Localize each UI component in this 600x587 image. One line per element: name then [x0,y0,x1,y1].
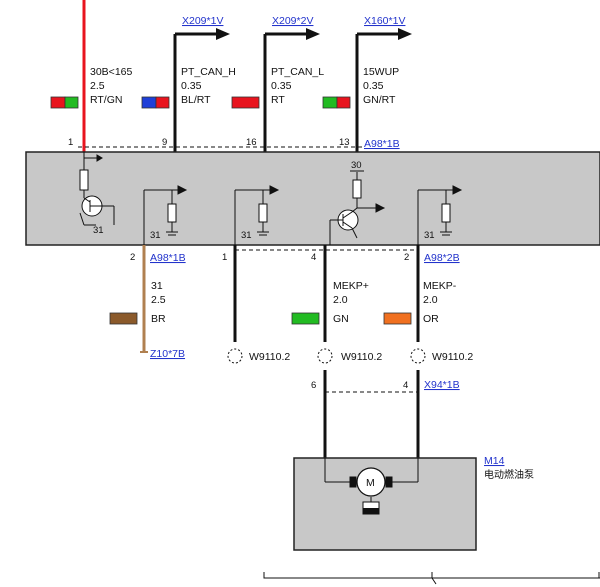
wire-label-size: 0.35 [363,80,384,92]
splice-label: W9110.2 [341,351,382,363]
module-circuit-left [79,152,115,226]
wire-label-color: RT/GN [90,94,122,106]
motor-circuit [324,458,419,502]
module-circuit-pin1 [234,185,280,245]
wire-label-size: 2.0 [333,294,348,306]
wire-label-name: MEKP+ [333,280,369,292]
pin-30-label: 30 [351,160,362,171]
pin-number: 13 [339,137,350,148]
wire-label-size: 0.35 [271,80,292,92]
wire-label-name: MEKP- [423,280,457,292]
pin-number: 4 [403,380,408,391]
pin-number: 1 [222,252,227,263]
wire-label-name: PT_CAN_H [181,66,236,78]
wire-label-name: PT_CAN_L [271,66,324,78]
wire-label-size: 2.5 [90,80,105,92]
swatch-br [109,312,138,325]
module-circuit-driver [329,172,386,245]
module-circuit-pin2 [417,185,463,245]
pin-number: 2 [404,252,409,263]
link-a98-1b-bottom[interactable]: A98*1B [150,252,186,264]
pin-number: 4 [311,252,316,263]
link-x94-1b[interactable]: X94*1B [424,379,460,391]
wire-label-name: 30B<165 [90,66,132,78]
swatch-rt-gn [50,96,79,109]
pin-number: 2 [130,252,135,263]
ground-label: 31 [150,230,161,241]
pin-number: 9 [162,137,167,148]
splice-label: W9110.2 [249,351,290,363]
arrow-head-x160-1v [398,28,412,40]
link-x209-2v[interactable]: X209*2V [272,15,313,27]
splice-point [317,348,333,364]
wire-label-size: 2.0 [423,294,438,306]
wire-label-color: GN/RT [363,94,396,106]
wire-label-color: BL/RT [181,94,211,106]
module-circuit-ground [143,185,188,245]
pump-icon-fill [363,508,379,514]
splice-point [227,348,243,364]
wire-label-color: GN [333,313,349,325]
component-name: 电动燃油泵 [484,468,534,481]
splice-label: W9110.2 [432,351,473,363]
wire-label-size: 0.35 [181,80,202,92]
ground-label: 31 [93,225,104,236]
ground-label: 31 [241,230,252,241]
wire-label-name: 31 [151,280,163,292]
link-x160-1v[interactable]: X160*1V [364,15,405,27]
link-m14[interactable]: M14 [484,455,505,467]
swatch-rt [231,96,260,109]
motor-icon [356,467,386,497]
bottom-brace [263,572,437,585]
swatch-bl-rt [141,96,170,109]
pin-number: 1 [68,137,73,148]
arrow-head-x209-1v [216,28,230,40]
pin-number: 16 [246,137,257,148]
swatch-or [383,312,412,325]
wire-label-name: 15WUP [363,66,399,78]
pin-number: 6 [311,380,316,391]
wire-label-color: OR [423,313,439,325]
ground-label: 31 [424,230,435,241]
splice-point [410,348,426,364]
motor-symbol: M [366,477,375,489]
link-a98-1b-top[interactable]: A98*1B [364,138,400,150]
link-z10-7b[interactable]: Z10*7B [150,348,185,360]
control-module [25,151,600,246]
link-a98-2b[interactable]: A98*2B [424,252,460,264]
arrow-head-x209-2v [306,28,320,40]
wire-label-color: RT [271,94,285,106]
wire-label-color: BR [151,313,166,325]
swatch-gn [291,312,320,325]
link-x209-1v[interactable]: X209*1V [182,15,223,27]
fuel-pump-box [293,457,477,551]
wire-label-size: 2.5 [151,294,166,306]
swatch-gn-rt [322,96,351,109]
